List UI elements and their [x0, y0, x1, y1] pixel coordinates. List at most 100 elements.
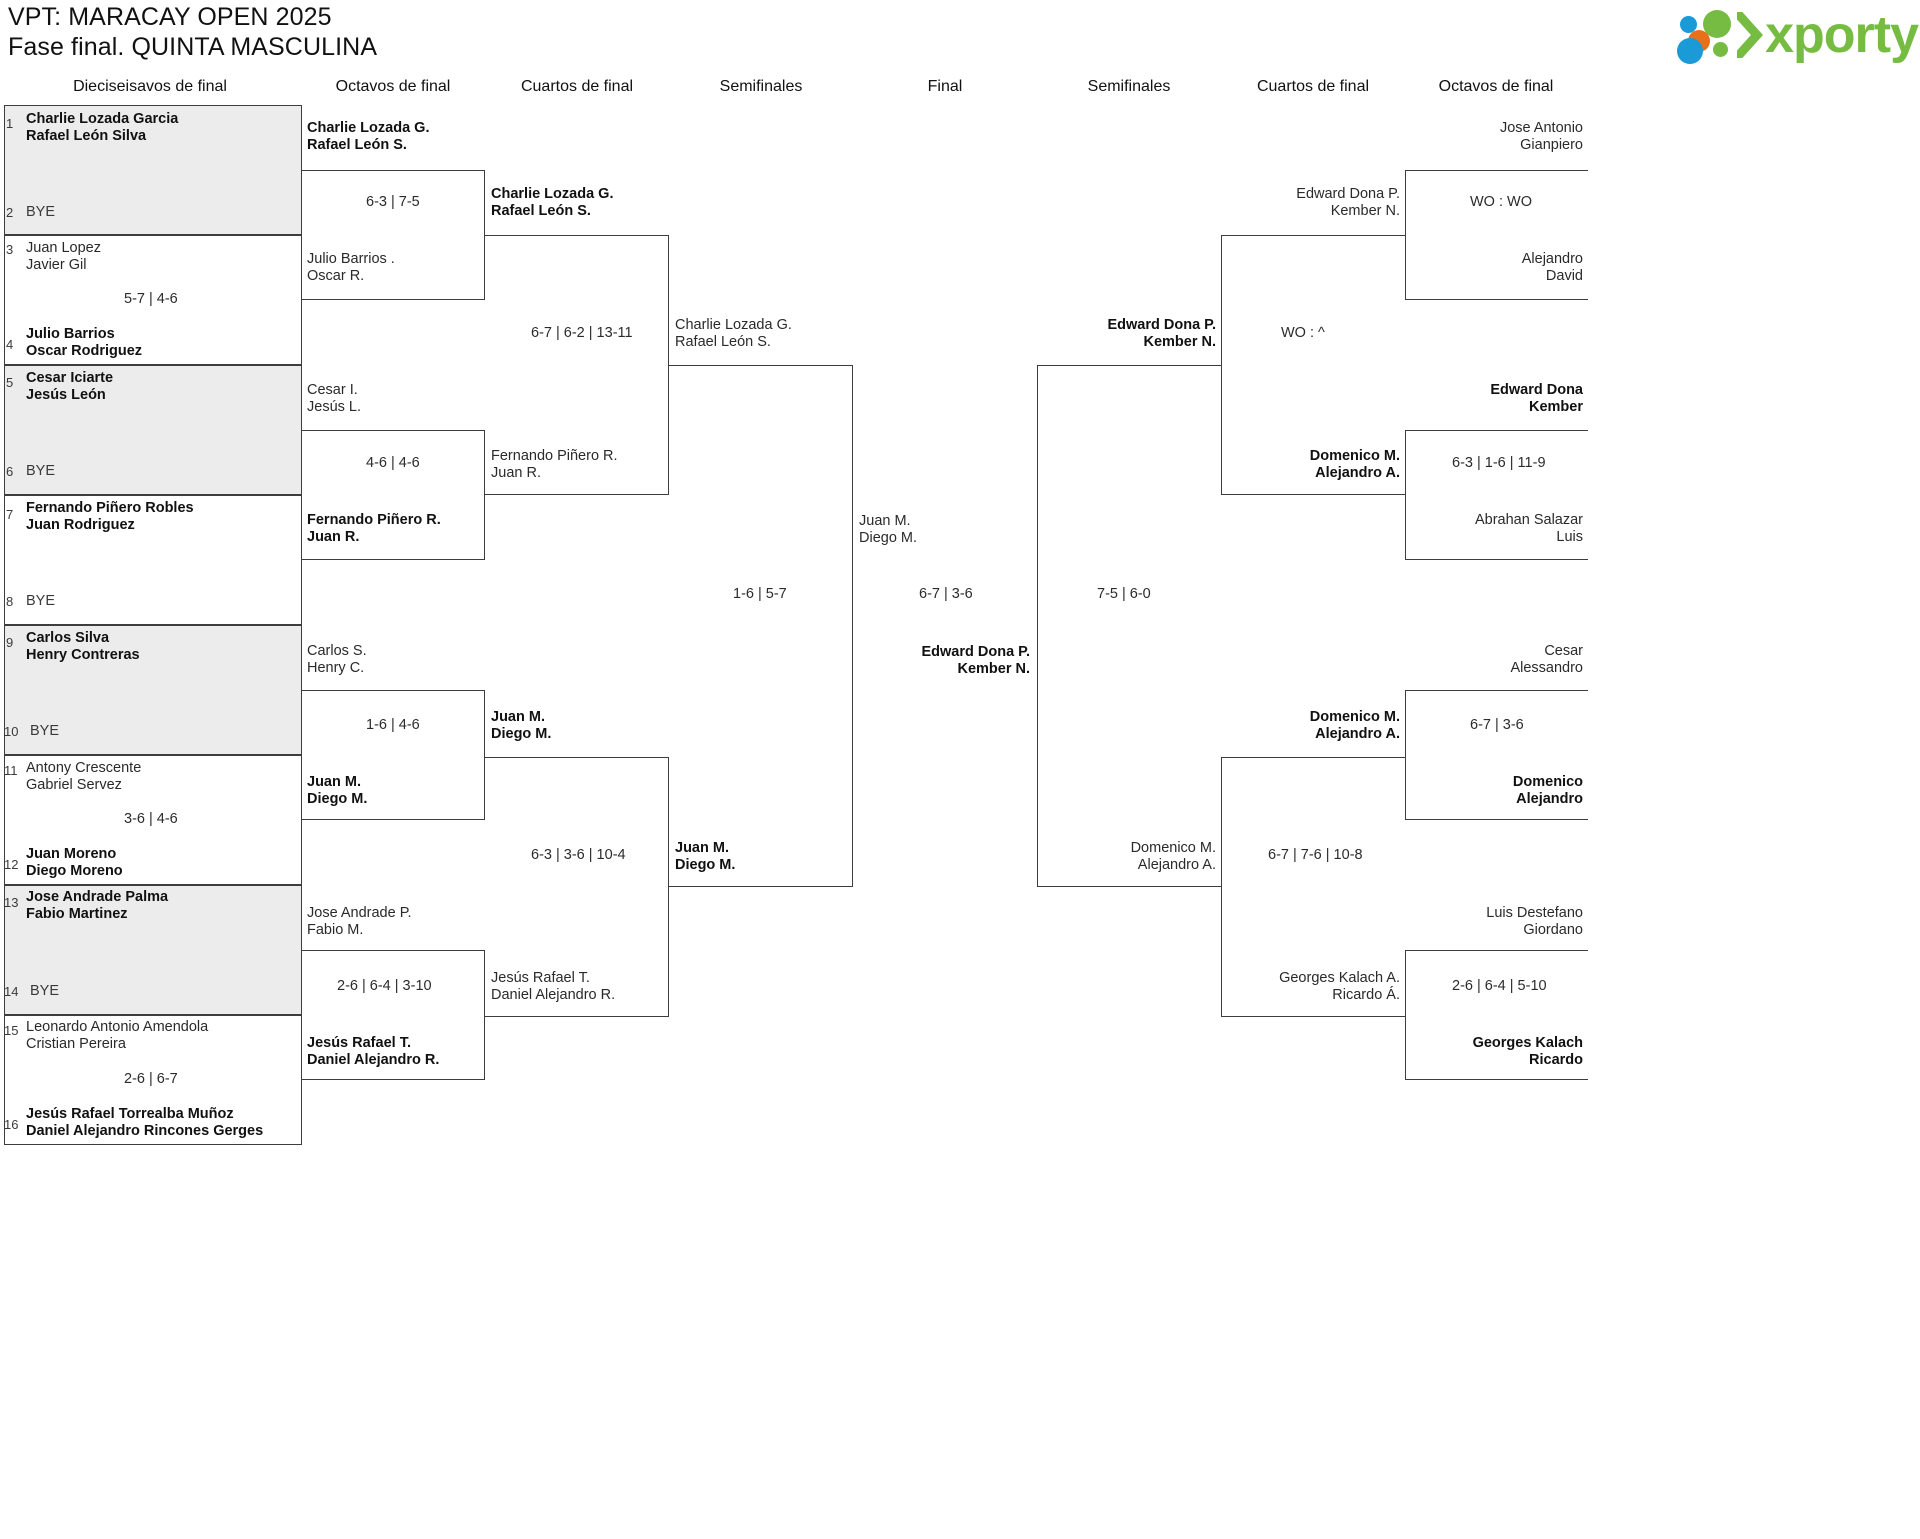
- seed-number: 9: [6, 635, 14, 650]
- team-entry: Charlie Lozada G.Rafael León S.: [675, 317, 792, 350]
- team-entry: Domenico M.Alejandro A.: [1309, 709, 1400, 742]
- round-heading-final: Final: [927, 78, 963, 95]
- seed-number: 4: [6, 337, 14, 352]
- match-score-final: 6-7 | 3-6: [919, 586, 973, 602]
- team-entry: Georges Kalach A.Ricardo Á.: [1279, 970, 1400, 1003]
- team-entry: Domenico M.Alejandro A.: [1130, 840, 1216, 873]
- team-entry: Edward Dona P.Kember N.: [1296, 186, 1400, 219]
- team-entry: Jose Andrade P.Fabio M.: [307, 905, 412, 938]
- bracket-connector: [1037, 365, 1221, 887]
- team-entry: Jesús Rafael T.Daniel Alejandro R.: [491, 970, 616, 1003]
- team-entry: Carlos S.Henry C.: [307, 643, 367, 676]
- team-entry: Julio Barrios .Oscar R.: [307, 251, 395, 284]
- team-entry: Charlie Lozada G.Rafael León S.: [307, 120, 430, 153]
- team-entry: Domenico M.Alejandro A.: [1309, 448, 1400, 481]
- bracket-connector: [302, 690, 485, 820]
- bracket-connector: [302, 950, 485, 1080]
- bracket-connector: [1221, 235, 1405, 495]
- bracket-slot[interactable]: [4, 495, 302, 625]
- tournament-phase: Fase final. QUINTA MASCULINA: [8, 33, 378, 61]
- team-entry: Edward Dona P.Kember N.: [1107, 317, 1216, 350]
- bracket-connector: [485, 235, 669, 495]
- seed-number: 2: [6, 205, 14, 220]
- match-score: WO : ^: [1281, 325, 1325, 341]
- team-entry: Fernando Piñero R.Juan R.: [307, 512, 441, 545]
- team-entry: Fernando Piñero R.Juan R.: [491, 448, 618, 481]
- bracket-slot[interactable]: [4, 365, 302, 495]
- bracket-slot[interactable]: [4, 105, 302, 235]
- tournament-name: VPT: MARACAY OPEN 2025: [8, 3, 332, 31]
- team-entry-bye: BYE: [30, 723, 60, 739]
- bracket-connector: [302, 170, 485, 300]
- logo-wordmark: xporty: [1765, 6, 1919, 64]
- bracket-slot[interactable]: [4, 625, 302, 755]
- bracket-slot[interactable]: [4, 755, 302, 885]
- xporty-logo[interactable]: xporty: [1677, 4, 1919, 66]
- bracket-connector: [1405, 170, 1588, 300]
- round-heading-right-r2: Octavos de final: [1438, 78, 1554, 95]
- round-heading-left-r1: Dieciseisavos de final: [73, 78, 227, 95]
- team-entry-bye: BYE: [26, 593, 56, 609]
- seed-number: 6: [6, 464, 14, 479]
- match-score: 1-6 | 4-6: [366, 717, 420, 733]
- match-score: 2-6 | 6-4 | 5-10: [1452, 978, 1547, 994]
- bracket-slot[interactable]: [4, 1015, 302, 1145]
- bracket-slot[interactable]: [4, 235, 302, 365]
- match-score: 6-3 | 3-6 | 10-4: [531, 847, 626, 863]
- seed-number: 14: [4, 984, 19, 999]
- round-heading-right-r3: Cuartos de final: [1256, 78, 1370, 95]
- match-score: 3-6 | 4-6: [124, 811, 178, 827]
- bracket-slot[interactable]: [4, 885, 302, 1015]
- team-entry: Charlie Lozada G.Rafael León S.: [491, 186, 614, 219]
- match-score: 5-7 | 4-6: [124, 291, 178, 307]
- match-score: WO : WO: [1470, 194, 1533, 210]
- bracket-connector: [1405, 950, 1588, 1080]
- match-score: 6-3 | 1-6 | 11-9: [1452, 455, 1546, 471]
- bracket-connector: [485, 757, 669, 1017]
- bracket-connector: [1221, 757, 1405, 1017]
- seed-number: 11: [4, 763, 18, 778]
- logo-dots-icon: [1677, 6, 1739, 64]
- seed-number: 16: [4, 1117, 19, 1132]
- round-heading-left-r2: Octavos de final: [335, 78, 451, 95]
- page-title: VPT: MARACAY OPEN 2025 Fase final. QUINT…: [8, 2, 377, 62]
- seed-number: 13: [4, 895, 19, 910]
- match-score: 6-7 | 3-6: [1470, 717, 1524, 733]
- match-score: 6-3 | 7-5: [366, 194, 420, 210]
- team-entry-final-left: Juan M.Diego M.: [859, 513, 918, 546]
- round-heading-left-r4: Semifinales: [719, 78, 803, 95]
- seed-number: 7: [6, 507, 14, 522]
- round-heading-right-r4: Semifinales: [1087, 78, 1171, 95]
- team-entry-final-right: Edward Dona P.Kember N.: [921, 644, 1030, 677]
- team-entry: Cesar I.Jesús L.: [307, 382, 361, 415]
- match-score: 6-7 | 6-2 | 13-11: [531, 325, 633, 341]
- round-heading-left-r3: Cuartos de final: [520, 78, 634, 95]
- chevron-right-icon: [1737, 12, 1764, 58]
- bracket-connector: [302, 430, 485, 560]
- bracket-connector: [1405, 690, 1588, 820]
- seed-number: 5: [6, 375, 14, 390]
- seed-number: 15: [4, 1023, 19, 1038]
- seed-number: 12: [4, 857, 19, 872]
- team-entry: Juan M.Diego M.: [675, 840, 736, 873]
- team-entry: Juan M.Diego M.: [307, 774, 368, 807]
- match-score: 7-5 | 6-0: [1097, 586, 1151, 602]
